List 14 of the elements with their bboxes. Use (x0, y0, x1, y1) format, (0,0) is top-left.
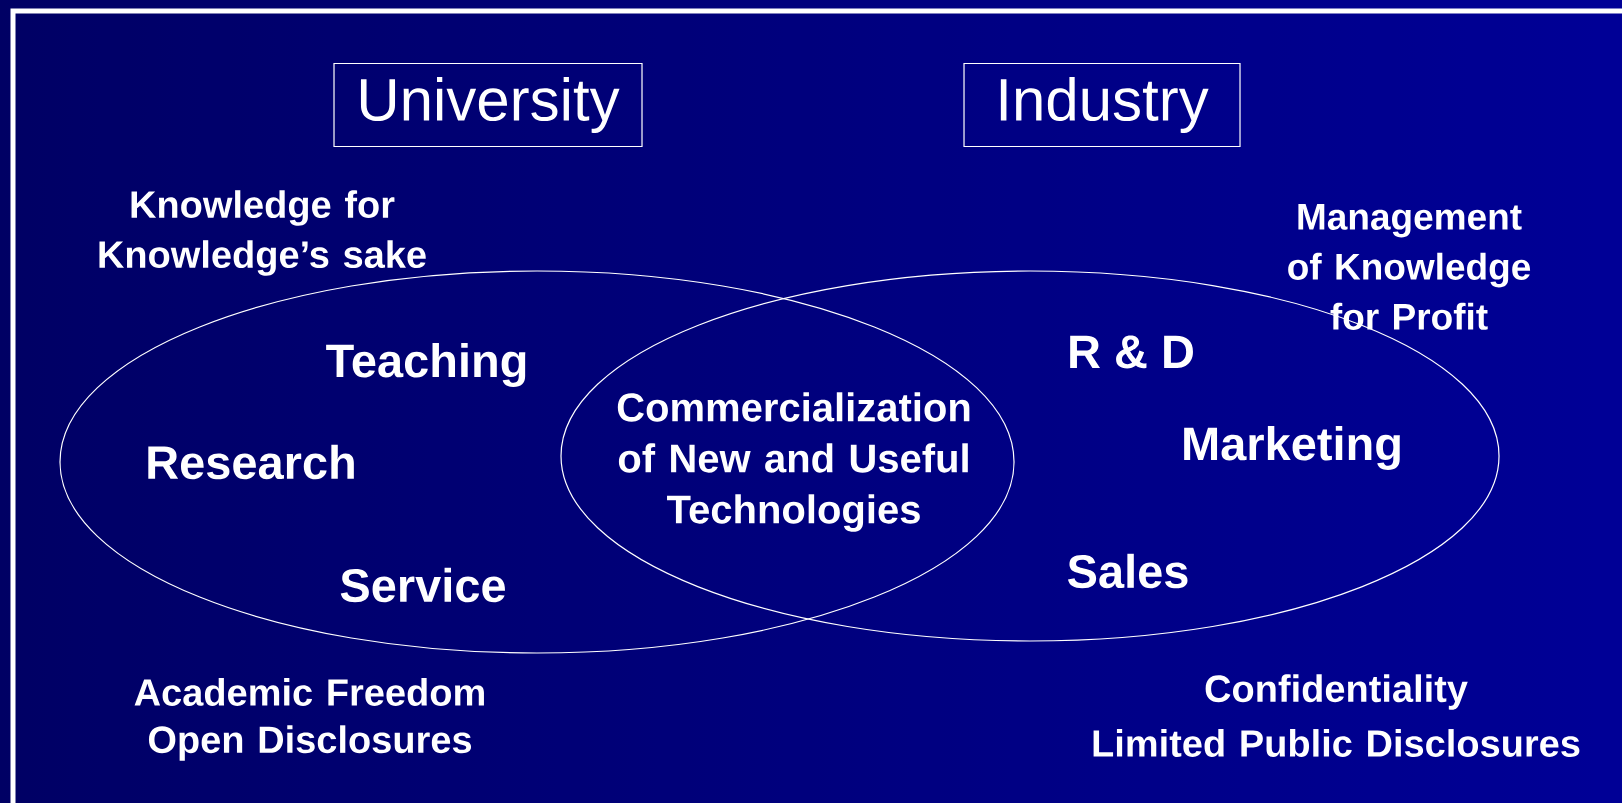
item-label: Marketing (1184, 426, 1400, 470)
item-label: Research (148, 444, 354, 480)
item-label: Teaching (326, 343, 526, 387)
item-label: Service (340, 567, 505, 603)
item-label: Sales (1067, 553, 1188, 589)
caption-text: Commercialization of New and Useful Technologies (617, 392, 970, 532)
title-box: Industry (963, 62, 1241, 148)
caption-text: Academic Freedom (134, 678, 484, 706)
caption-text: Limited Public Disclosures (1093, 729, 1580, 757)
title-box: University (333, 62, 643, 148)
caption-text: Knowledge for Knowledge’s sake (99, 190, 426, 276)
caption-text: Management of Knowledge for Profit (1288, 204, 1531, 330)
item-label: R & D (1070, 335, 1193, 369)
caption-text: Open Disclosures (148, 725, 472, 761)
